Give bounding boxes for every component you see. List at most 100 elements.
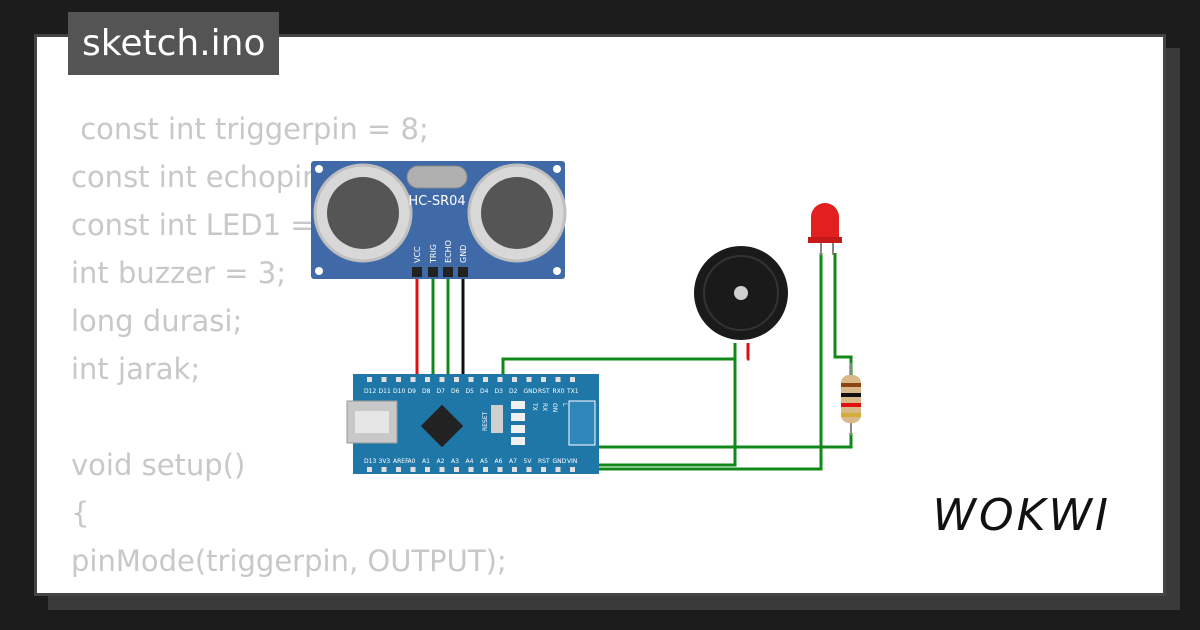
status-leds xyxy=(511,401,525,445)
pin-label: L xyxy=(561,403,568,407)
reset-button[interactable] xyxy=(491,405,503,433)
pin-label: A6 xyxy=(495,458,503,465)
header-pin xyxy=(512,467,517,472)
header-pin xyxy=(526,467,532,472)
pin-label: VCC xyxy=(413,246,422,263)
pin-label: D12 xyxy=(364,388,376,395)
pin-label: RST xyxy=(538,458,550,465)
pin-label: ECHO xyxy=(444,240,453,263)
transducer-left-mesh xyxy=(327,177,399,249)
usb-port xyxy=(355,411,389,433)
preview-card[interactable]: const int triggerpin = 8;const int echop… xyxy=(34,34,1166,596)
pin-label: TX xyxy=(531,402,538,411)
header-pin xyxy=(425,377,430,382)
header-pin xyxy=(483,377,488,382)
transducer-right-mesh xyxy=(481,177,553,249)
header-pin xyxy=(410,377,416,382)
sensor-pin-labels: VCC TRIG ECHO GND xyxy=(413,240,468,264)
ultrasonic-sensor[interactable]: HC-SR04 VCC TRIG ECHO GND xyxy=(311,161,567,279)
header-pin xyxy=(381,467,387,472)
pin-label: A5 xyxy=(480,458,488,465)
mount-hole xyxy=(553,165,561,173)
mount-hole xyxy=(315,267,323,275)
pin-label: D11 xyxy=(379,388,391,395)
header-pin xyxy=(396,467,401,472)
pin-label: D2 xyxy=(509,388,518,395)
header-pin xyxy=(468,467,474,472)
circuit-diagram: HC-SR04 VCC TRIG ECHO GND RESET TX xyxy=(311,161,861,474)
icsp-header xyxy=(568,400,596,446)
header-pin xyxy=(570,377,575,382)
header-pin xyxy=(541,377,546,382)
header-pin xyxy=(367,377,372,382)
header-pin xyxy=(381,377,387,382)
pin-label: D7 xyxy=(437,388,446,395)
pin-label: D10 xyxy=(393,388,405,395)
crystal xyxy=(406,165,468,189)
header-pin xyxy=(439,377,445,382)
pin-label: RX xyxy=(541,403,548,411)
header-pin xyxy=(570,467,575,472)
header-pin xyxy=(555,377,561,382)
sensor-header xyxy=(412,267,468,277)
wire-led-cathode xyxy=(563,253,823,471)
buzzer-center xyxy=(734,286,748,300)
pin-label: GND xyxy=(553,458,567,465)
pin-label: GND xyxy=(459,245,468,263)
header-pin xyxy=(439,467,445,472)
header-pin xyxy=(555,467,561,472)
header-pin xyxy=(454,377,459,382)
piezo-buzzer[interactable] xyxy=(694,246,788,340)
pin-label: TRIG xyxy=(429,244,438,264)
wokwi-logo: WOKWI xyxy=(932,490,1111,541)
pin-label: A2 xyxy=(437,458,445,465)
pin-label: A0 xyxy=(408,458,416,465)
header-pin xyxy=(367,467,372,472)
led-rim xyxy=(808,237,842,243)
header-pin xyxy=(497,467,503,472)
pin-label: D4 xyxy=(480,388,489,395)
pin-label: D13 xyxy=(364,458,376,465)
wire-led-anode xyxy=(833,253,853,375)
pin-label: D6 xyxy=(451,388,460,395)
pin-label: RX0 xyxy=(553,388,565,395)
wire-buzzer-red xyxy=(746,343,750,361)
header-pin xyxy=(454,467,459,472)
header-pin xyxy=(483,467,488,472)
pin-label: RST xyxy=(538,388,550,395)
resistor[interactable] xyxy=(841,363,861,435)
pin-label: D3 xyxy=(495,388,504,395)
led-dome xyxy=(811,203,839,239)
header-pin xyxy=(497,377,503,382)
pin-label: A3 xyxy=(451,458,459,465)
buzzer-ring xyxy=(703,255,779,331)
pin-label: ON xyxy=(551,403,558,412)
header-pin xyxy=(541,467,546,472)
mcu-chip xyxy=(420,404,464,448)
pin-label: TX1 xyxy=(566,388,579,395)
pin-label: VIN xyxy=(567,458,577,465)
led-red[interactable] xyxy=(808,203,842,255)
file-title: sketch.ino xyxy=(68,12,280,75)
header-pin xyxy=(526,377,532,382)
pin-label: D8 xyxy=(422,388,431,395)
pin-label: GND xyxy=(524,388,538,395)
mount-hole xyxy=(315,165,323,173)
pin-label: A4 xyxy=(466,458,474,465)
pin-label: D5 xyxy=(466,388,475,395)
pin-label: 5V xyxy=(524,458,533,465)
wire-buzzer-gnd xyxy=(563,343,737,467)
reset-label: RESET xyxy=(482,411,489,431)
pin-label: A7 xyxy=(509,458,517,465)
header-pin xyxy=(410,467,416,472)
pin-label: D9 xyxy=(408,388,417,395)
header-pin xyxy=(425,467,430,472)
sensor-label: HC-SR04 xyxy=(408,194,465,209)
pin-label: AREF xyxy=(393,458,409,465)
pin-label: A1 xyxy=(422,458,430,465)
header-pin xyxy=(468,377,474,382)
